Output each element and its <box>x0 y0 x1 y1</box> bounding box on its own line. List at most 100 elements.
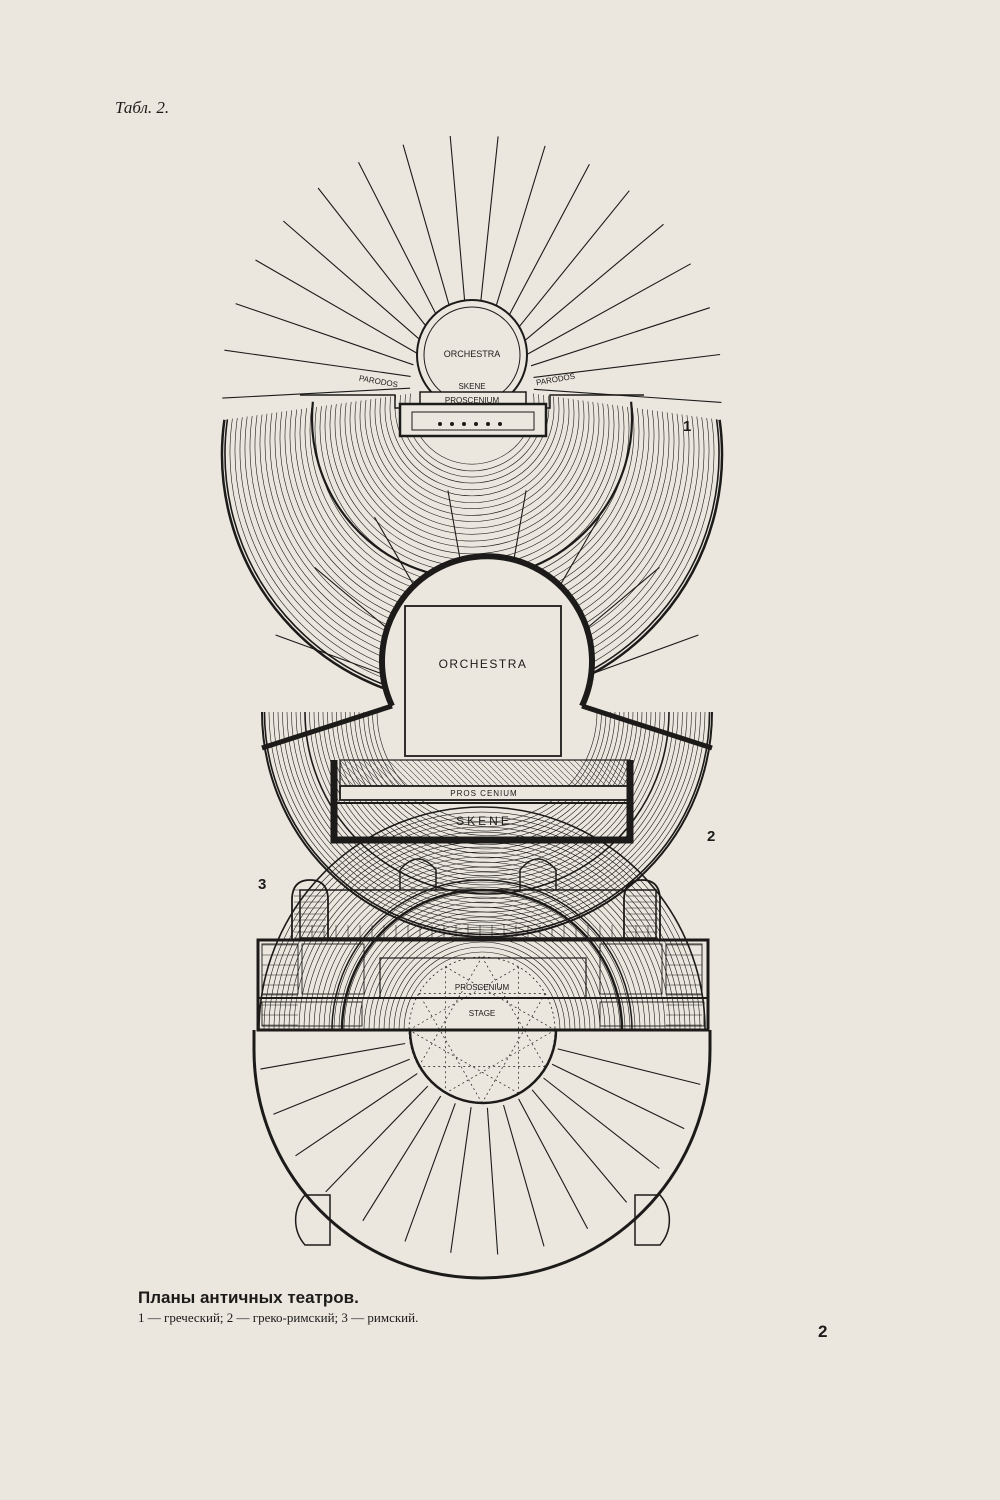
roman-proscenium-label: PROSCENIUM <box>455 983 510 992</box>
greco-roman-theater-plan: ORCHESTRA PROS CENIUM SKENE <box>261 490 713 938</box>
greco-roman-orchestra-square <box>404 605 562 757</box>
roman-seat-row <box>308 856 656 1031</box>
greek-seat-row <box>374 398 570 509</box>
greek-skene <box>398 402 548 438</box>
roman-seat-row <box>363 911 601 1031</box>
greek-seat-row <box>354 401 590 535</box>
roman-room <box>665 943 703 995</box>
greco-roman-skene-wall <box>330 760 634 844</box>
roman-seat-row <box>333 881 631 1031</box>
greek-aisle <box>533 353 721 378</box>
roman-seat-row <box>403 951 561 1031</box>
greek-skene-columns <box>438 422 502 426</box>
roman-orchestra-wall <box>408 1029 558 1105</box>
figure-number-2: 2 <box>707 828 716 845</box>
greco-roman-wing-right <box>581 703 713 751</box>
plate-label: Табл. 2. <box>115 98 170 117</box>
roman-star-line <box>408 1029 519 1094</box>
roman-aisle <box>325 1085 429 1193</box>
roman-star-line <box>408 966 519 1031</box>
roman-seat-row <box>318 866 646 1031</box>
roman-seating-rings <box>258 806 706 1031</box>
roman-aisle <box>450 1107 472 1253</box>
roman-apse-right <box>519 858 557 890</box>
roman-star-line <box>445 1029 556 1094</box>
roman-seat-row <box>273 821 691 1031</box>
roman-seat-row <box>263 811 701 1031</box>
roman-star-line <box>418 956 483 1067</box>
greek-aisle <box>358 161 445 331</box>
roman-seat-row <box>278 826 686 1031</box>
roman-seat-row <box>298 846 666 1031</box>
greek-aisle <box>489 145 546 326</box>
roman-seat-row <box>388 936 576 1031</box>
roman-seat-row <box>293 841 671 1031</box>
greek-skene-inner <box>411 411 535 431</box>
roman-seat-row <box>328 876 636 1031</box>
greek-seat-row <box>369 399 575 516</box>
greco-roman-wing-left <box>261 703 393 751</box>
roman-stage-label: STAGE <box>469 1009 496 1018</box>
greco-roman-skene-label: SKENE <box>456 814 512 828</box>
roman-seat-row <box>338 886 626 1031</box>
greek-seat-row <box>384 397 560 497</box>
roman-seat-row <box>303 851 661 1031</box>
greek-aisle <box>533 388 722 403</box>
roman-star-line <box>418 993 483 1104</box>
roman-seat-row <box>383 931 581 1031</box>
caption-subtitle: 1 — греческий; 2 — греко-римский; 3 — ри… <box>138 1310 419 1325</box>
greco-roman-seat-row <box>300 711 674 899</box>
greek-aisle <box>477 136 499 324</box>
roman-seat-row <box>378 926 586 1031</box>
roman-seat-row <box>348 896 616 1031</box>
roman-praecinctio-inner <box>331 879 633 1031</box>
roman-aisle <box>273 1058 410 1115</box>
roman-seat-row <box>373 921 591 1031</box>
greek-aisle <box>235 303 414 366</box>
greek-parodos-left-wall <box>300 394 400 409</box>
roman-theater-plan: PROSCENIUM STAGE <box>252 806 712 1280</box>
roman-corner-stair-right <box>634 1194 671 1246</box>
page-number: 2 <box>818 1322 828 1341</box>
roman-praecinctio <box>340 888 624 1031</box>
figure-number-3: 3 <box>258 876 267 893</box>
greek-aisle <box>255 259 419 355</box>
greco-roman-proscenium-label: PROS CENIUM <box>450 789 517 798</box>
greco-roman-diazoma <box>304 711 670 895</box>
roman-seat-row <box>368 916 596 1031</box>
roman-aisle <box>531 1089 628 1203</box>
caption-title: Планы античных театров. <box>138 1288 359 1307</box>
roman-seat-row <box>268 816 696 1031</box>
roman-seat-row <box>393 941 571 1031</box>
greek-aisle <box>449 135 468 324</box>
greek-parodos-right-label: PARODOS <box>535 372 575 388</box>
greco-roman-orchestra-label: ORCHESTRA <box>439 657 528 671</box>
greek-seat-row <box>339 403 605 555</box>
roman-star-line <box>445 966 556 1031</box>
greco-roman-aisle <box>275 634 384 675</box>
roman-aisle <box>543 1077 660 1169</box>
greco-roman-seat-row <box>263 711 711 936</box>
greco-roman-aisle <box>590 634 699 675</box>
roman-star-line <box>481 956 546 1067</box>
greco-roman-seat-row <box>277 711 697 922</box>
figure-number-1: 1 <box>683 418 692 435</box>
roman-room <box>261 1001 363 1027</box>
greek-seat-row <box>344 402 600 548</box>
roman-seating-aisles <box>260 1042 701 1255</box>
roman-seat-row <box>288 836 676 1031</box>
roman-orchestra-star <box>408 956 556 1104</box>
greek-seat-row <box>364 399 580 522</box>
greek-aisle <box>224 349 411 377</box>
roman-aisle <box>557 1048 701 1085</box>
roman-aisle <box>404 1103 456 1242</box>
greek-aisle <box>530 307 710 367</box>
roman-corner-stair-left <box>294 1194 331 1246</box>
roman-orchestra-dotted-circle <box>408 956 556 1104</box>
greco-roman-stage-steps <box>339 759 631 789</box>
roman-star-line <box>481 993 546 1104</box>
roman-seat-row <box>258 806 706 1031</box>
roman-aisle <box>502 1104 545 1247</box>
greek-seat-row <box>359 400 585 529</box>
